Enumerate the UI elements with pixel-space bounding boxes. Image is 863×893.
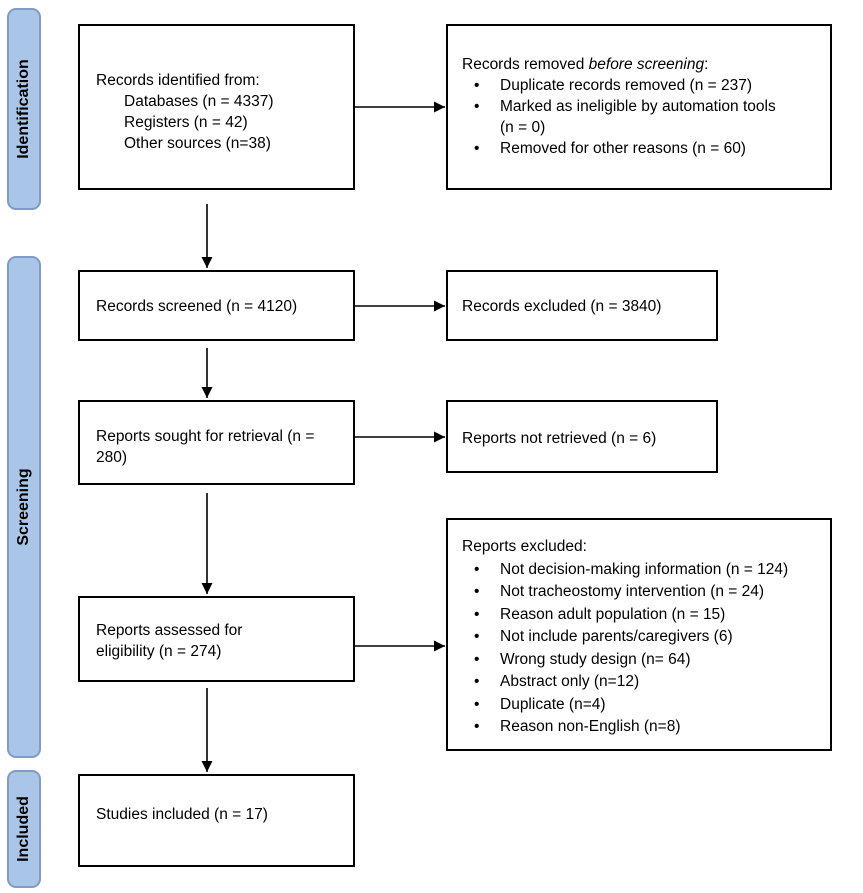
- excluded-reason: Not include parents/caregivers (6): [462, 626, 822, 649]
- records-excluded-box: Records excluded (n = 3840): [446, 270, 718, 341]
- source-other: Other sources (n=38): [124, 135, 271, 152]
- records-removed-heading: Records removed before screening:: [462, 56, 709, 73]
- reports-excluded-heading: Reports excluded:: [462, 538, 587, 555]
- records-identified-heading: Records identified from:: [96, 72, 260, 89]
- removed-item: Duplicate records removed (n = 237): [462, 75, 820, 96]
- source-databases: Databases (n = 4337): [124, 93, 274, 110]
- phase-screening: Screening: [7, 256, 41, 758]
- excluded-reason: Abstract only (n=12): [462, 671, 822, 694]
- excluded-reason: Not decision-making information (n = 124…: [462, 559, 822, 582]
- studies-included-text: Studies included (n = 17): [96, 806, 268, 823]
- removed-item: Removed for other reasons (n = 60): [462, 138, 820, 159]
- records-removed-box: Records removed before screening: Duplic…: [446, 24, 832, 190]
- reports-assessed-box: Reports assessed for eligibility (n = 27…: [78, 596, 355, 682]
- studies-included-box: Studies included (n = 17): [78, 774, 355, 867]
- excluded-reason: Not tracheostomy intervention (n = 24): [462, 581, 822, 604]
- records-screened-box: Records screened (n = 4120): [78, 270, 355, 341]
- reports-sought-box: Reports sought for retrieval (n = 280): [78, 400, 355, 485]
- reports-sought-text: Reports sought for retrieval (n = 280): [96, 428, 315, 466]
- records-identified-box: Records identified from: Databases (n = …: [78, 24, 355, 190]
- records-screened-text: Records screened (n = 4120): [96, 298, 298, 315]
- source-registers: Registers (n = 42): [124, 114, 248, 131]
- phase-included: Included: [7, 770, 41, 888]
- reports-excluded-box: Reports excluded: Not decision-making in…: [446, 518, 832, 751]
- excluded-reason: Duplicate (n=4): [462, 694, 822, 717]
- excluded-reason: Reason adult population (n = 15): [462, 604, 822, 627]
- records-excluded-text: Records excluded (n = 3840): [462, 298, 662, 315]
- excluded-reason: Wrong study design (n= 64): [462, 649, 822, 672]
- reports-not-retrieved-text: Reports not retrieved (n = 6): [462, 430, 657, 447]
- excluded-reason: Reason non-English (n=8): [462, 716, 822, 739]
- removed-item: Marked as ineligible by automation tools…: [462, 96, 820, 138]
- phase-identification: Identification: [7, 8, 41, 210]
- reports-assessed-text: Reports assessed for eligibility (n = 27…: [96, 622, 243, 660]
- reports-not-retrieved-box: Reports not retrieved (n = 6): [446, 400, 718, 473]
